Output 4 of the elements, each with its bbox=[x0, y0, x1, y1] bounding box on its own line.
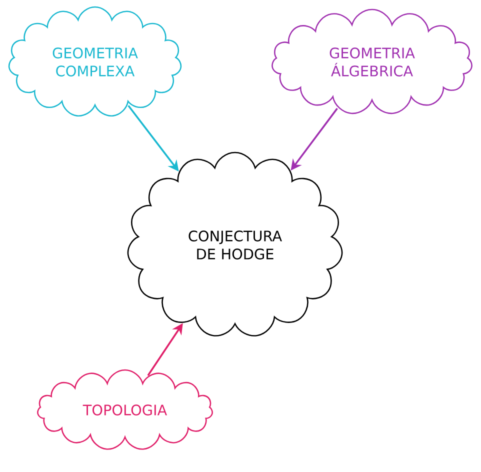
cloud-node: GEOMETRIA ÁLGEBRICA bbox=[272, 8, 472, 114]
cloud-node: TOPOLOGIA bbox=[37, 369, 213, 450]
cloud-node: GEOMETRIA COMPLEXA bbox=[8, 6, 182, 117]
cloud-node: CONJECTURA DE HODGE bbox=[127, 152, 343, 336]
